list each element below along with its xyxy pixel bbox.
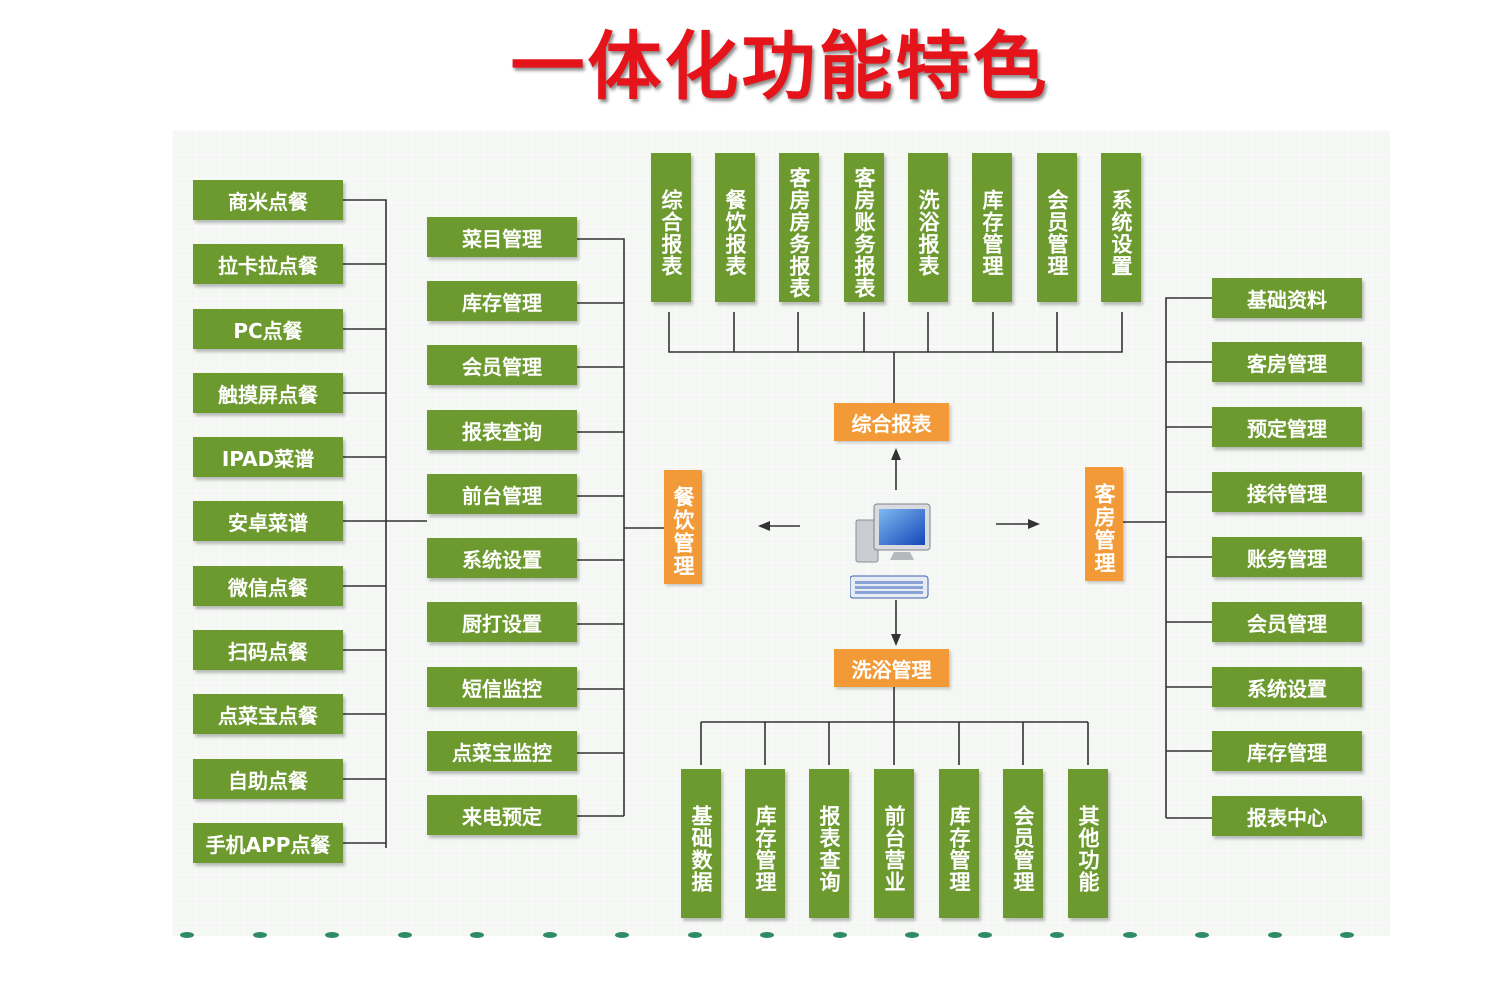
catering-item: 短信监控 [427,667,577,707]
decorative-dot [1122,932,1137,938]
hotel-item: 系统设置 [1212,667,1362,707]
decorative-dot [252,932,267,938]
decorative-dot [1267,932,1282,938]
hotel-item: 基础资料 [1212,278,1362,318]
decorative-dot [470,932,484,938]
ordering-item: IPAD菜谱 [193,437,343,477]
report-item: 客房房务报表 [779,153,819,302]
hotel-item: 库存管理 [1212,731,1362,771]
ordering-item: 自助点餐 [193,759,343,799]
decorative-dot [760,932,774,938]
computer-icon [850,503,931,599]
report-item: 客房账务报表 [844,153,884,302]
catering-item: 会员管理 [427,345,577,385]
decorative-dot [687,932,702,938]
catering-item: 菜目管理 [427,217,577,257]
catering-item: 前台管理 [427,474,577,514]
hub-hotel: 客房管理 [1085,467,1123,581]
catering-item: 报表查询 [427,410,577,450]
hotel-item: 账务管理 [1212,537,1362,577]
decorative-dot [180,932,194,938]
decorative-dot [397,932,412,938]
hotel-item: 会员管理 [1212,602,1362,642]
decorative-dot [542,932,557,938]
report-item: 综合报表 [651,153,691,302]
decorative-dot [1340,932,1354,938]
decorative-dot [325,932,339,938]
report-item: 洗浴报表 [908,153,948,302]
hotel-item: 报表中心 [1212,796,1362,836]
bath-item: 基础数据 [681,769,721,918]
hotel-item: 预定管理 [1212,407,1362,447]
ordering-item: 触摸屏点餐 [193,373,343,413]
bath-item: 库存管理 [745,769,785,918]
ordering-item: PC点餐 [193,309,343,349]
bath-item: 前台营业 [874,769,914,918]
hub-catering: 餐饮管理 [664,470,702,584]
ordering-item: 安卓菜谱 [193,501,343,541]
decorative-dot [1050,932,1064,938]
catering-item: 来电预定 [427,795,577,835]
report-item: 系统设置 [1101,153,1141,302]
decorative-dot [832,932,847,938]
decorative-dot [977,932,992,938]
ordering-item: 商米点餐 [193,180,343,220]
report-item: 会员管理 [1037,153,1077,302]
ordering-item: 点菜宝点餐 [193,694,343,734]
catering-item: 点菜宝监控 [427,731,577,771]
bath-item: 其他功能 [1068,769,1108,918]
catering-item: 库存管理 [427,281,577,321]
catering-item: 系统设置 [427,538,577,578]
decorative-dot [1195,932,1209,938]
page-title: 一体化功能特色 [510,24,1050,110]
hotel-item: 接待管理 [1212,472,1362,512]
hotel-item: 客房管理 [1212,342,1362,382]
decorative-dot [905,932,919,938]
bath-item: 会员管理 [1003,769,1043,918]
decorative-dots [172,930,1390,940]
report-item: 库存管理 [972,153,1012,302]
decorative-dot [615,932,629,938]
ordering-item: 拉卡拉点餐 [193,244,343,284]
bath-item: 报表查询 [809,769,849,918]
ordering-item: 手机APP点餐 [193,823,343,863]
report-item: 餐饮报表 [715,153,755,302]
hub-reports: 综合报表 [834,403,949,441]
ordering-item: 扫码点餐 [193,630,343,670]
ordering-item: 微信点餐 [193,566,343,606]
hub-bath: 洗浴管理 [834,649,949,687]
catering-item: 厨打设置 [427,602,577,642]
bath-item: 库存管理 [939,769,979,918]
